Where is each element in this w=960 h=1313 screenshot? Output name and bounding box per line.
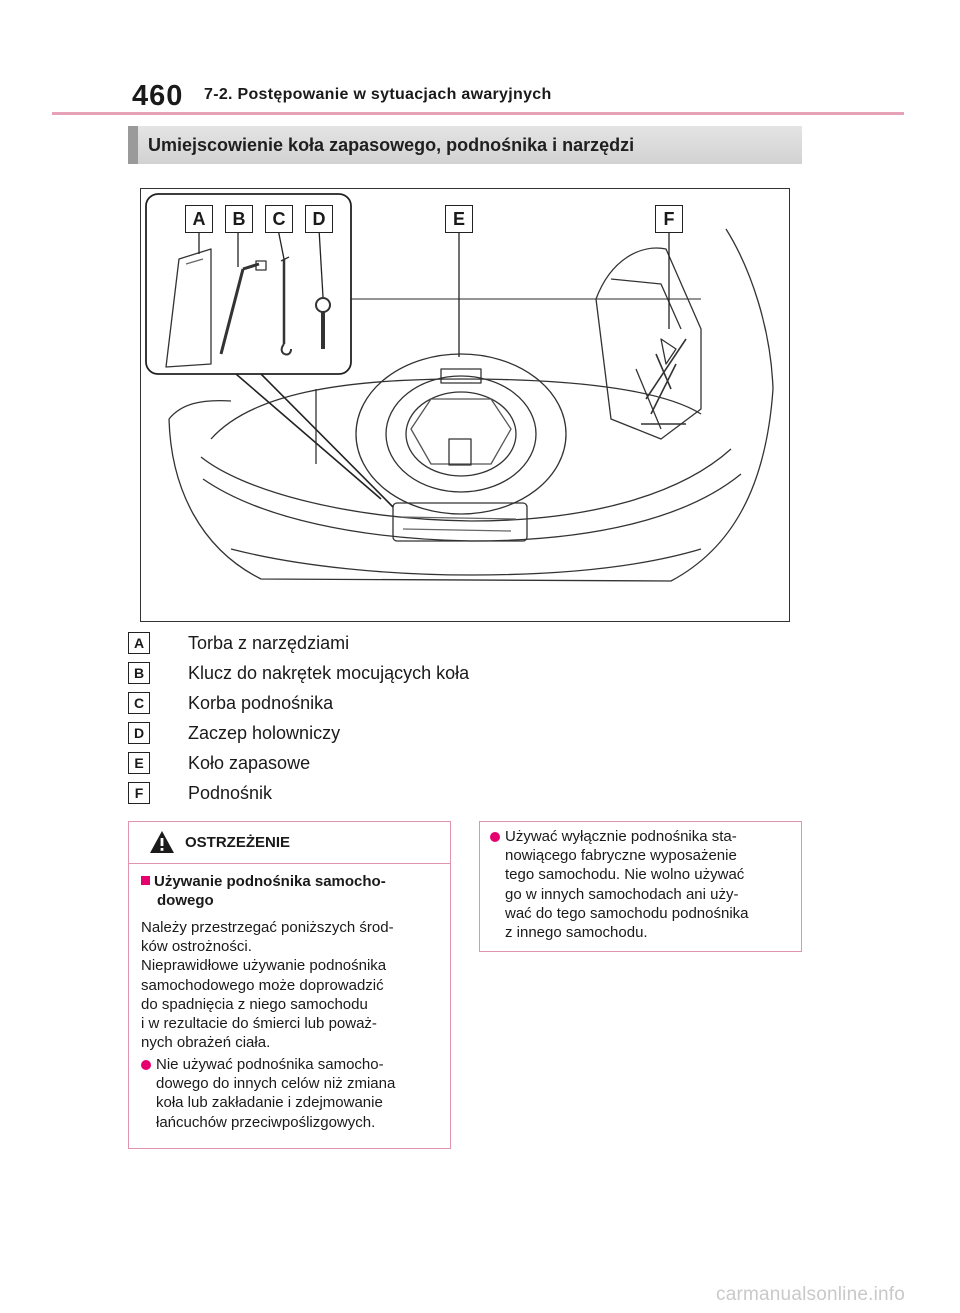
warning-header: OSTRZEŻENIE (129, 822, 450, 864)
square-bullet-icon (141, 876, 150, 885)
legend-letter: E (128, 752, 150, 774)
figure-label-b: B (225, 205, 253, 233)
warning-box: OSTRZEŻENIE Używanie podnośnika samocho-… (128, 821, 451, 1149)
figure-label-e: E (445, 205, 473, 233)
legend-letter: B (128, 662, 150, 684)
section-header: Umiejscowienie koła zapasowego, podnośni… (128, 126, 802, 164)
legend-text: Koło zapasowe (188, 753, 311, 773)
legend-text: Torba z narzędziami (188, 633, 350, 653)
note-box: Używać wyłącznie podnośnika sta- nowiące… (479, 821, 802, 952)
bullet-dot-icon (141, 1060, 151, 1070)
legend-text: Zaczep holowniczy (188, 723, 341, 743)
figure-label-d: D (305, 205, 333, 233)
legend-letter: A (128, 632, 150, 654)
page-number: 460 (132, 80, 184, 112)
legend-text: Korba podnośnika (188, 693, 334, 713)
section-title: Umiejscowienie koła zapasowego, podnośni… (148, 135, 635, 155)
figure-label-f: F (655, 205, 683, 233)
legend-text: Podnośnik (188, 783, 273, 803)
warning-paragraph: Należy przestrzegać poniższych środ- ków… (141, 919, 394, 1052)
figure-illustration: A B C D E F (140, 188, 790, 622)
legend-text: Klucz do nakrętek mocujących koła (188, 663, 470, 683)
chapter-title: 7-2. Postępowanie w sytuacjach awaryjnyc… (204, 86, 552, 103)
sub-heading-line1: Używanie podnośnika samocho- (154, 873, 386, 890)
sub-heading-line2: dowego (157, 892, 214, 909)
warning-title: OSTRZEŻENIE (185, 834, 291, 851)
figure-label-a: A (185, 205, 213, 233)
legend-letter: F (128, 782, 150, 804)
legend-letter: C (128, 692, 150, 714)
warning-triangle-icon (150, 831, 174, 853)
warning-bullet-text: Nie używać podnośnika samocho- dowego do… (156, 1056, 396, 1131)
figure-label-c: C (265, 205, 293, 233)
note-bullet-text: Używać wyłącznie podnośnika sta- nowiące… (505, 828, 749, 942)
trunk-illustration (145, 193, 774, 582)
bullet-dot-icon (490, 832, 500, 842)
watermark: carmanualsonline.info (716, 1284, 906, 1305)
warning-sub-heading: Używanie podnośnika samocho- dowego (141, 872, 386, 910)
legend-letter: D (128, 722, 150, 744)
header-rule (52, 112, 904, 115)
